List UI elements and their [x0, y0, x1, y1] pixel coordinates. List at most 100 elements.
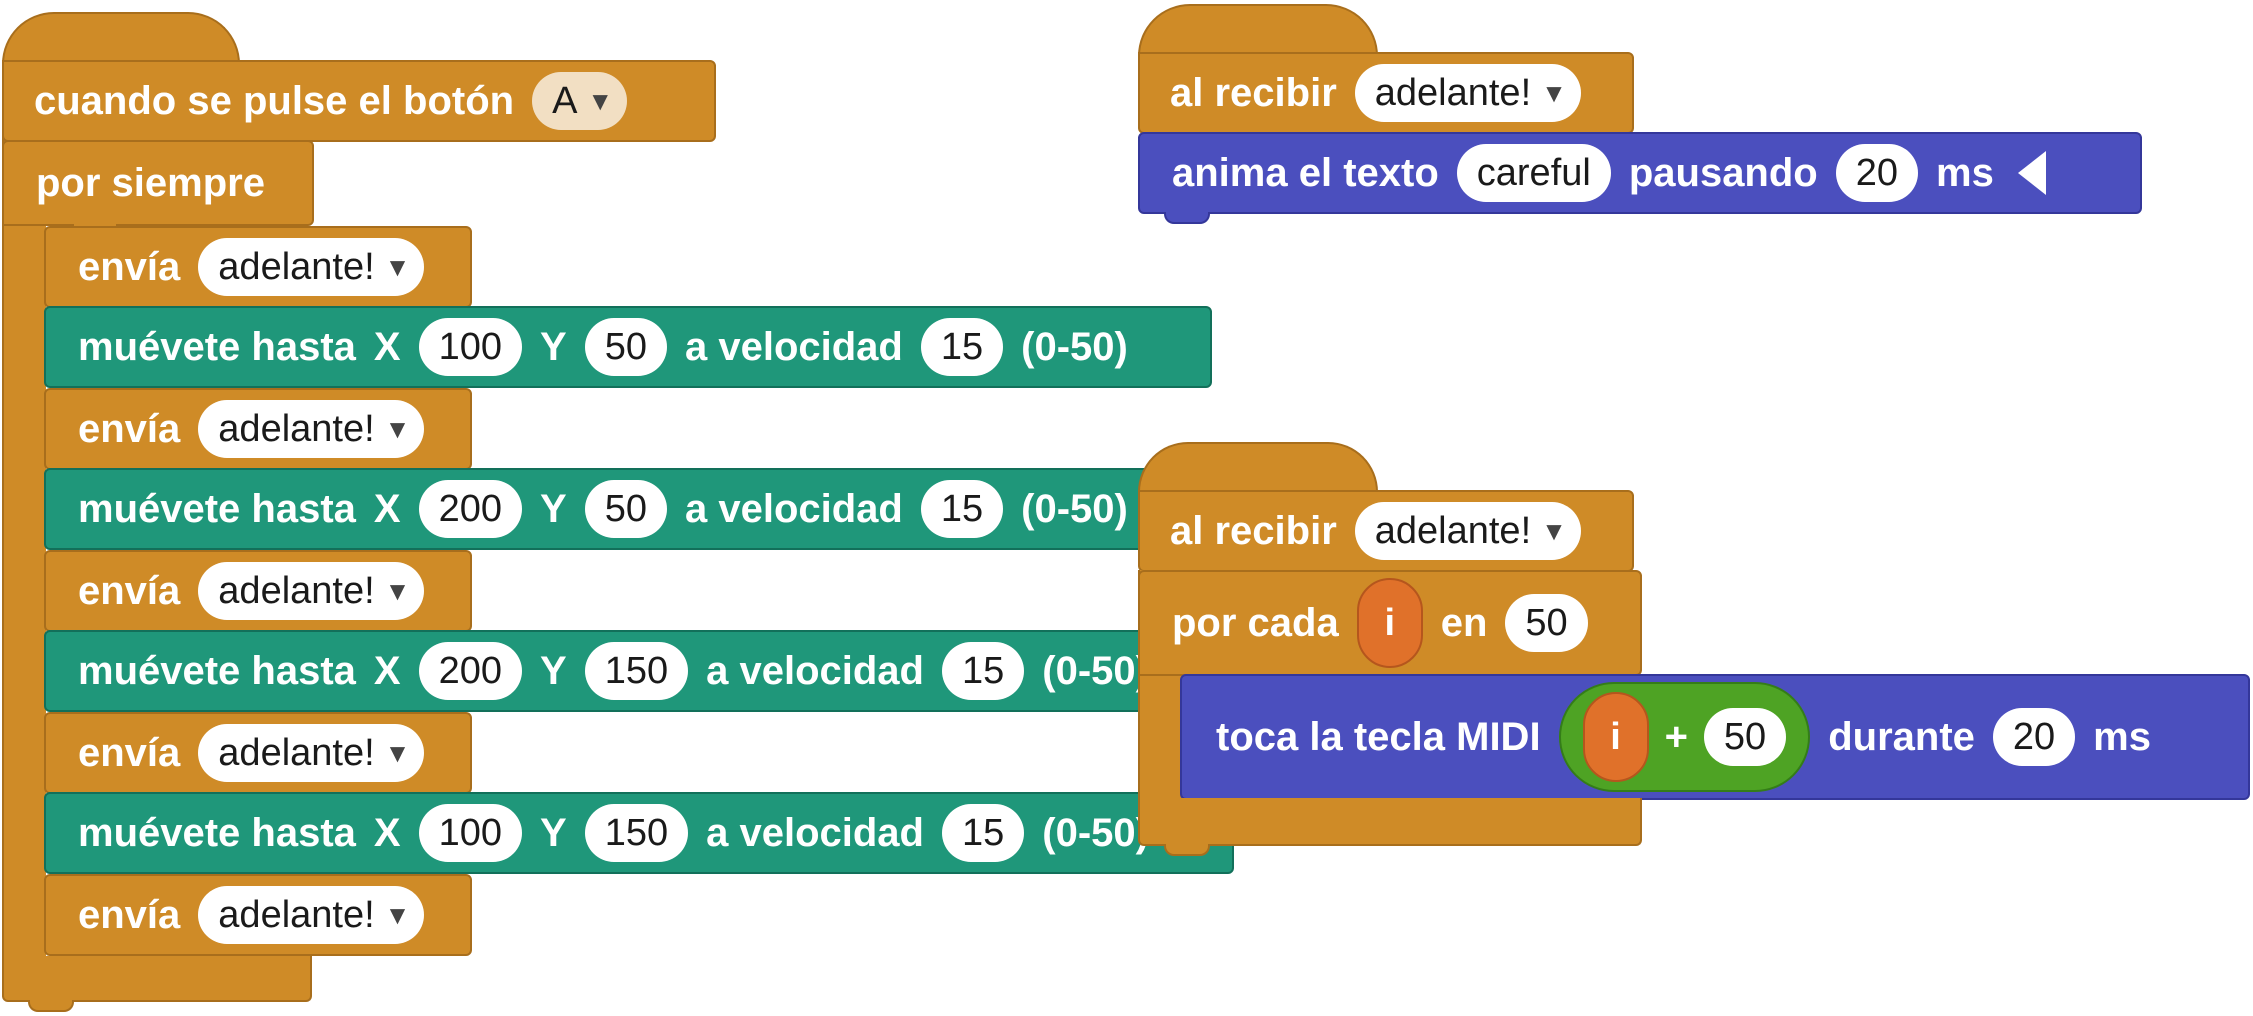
speed-input[interactable]: 15: [941, 642, 1025, 700]
text-input[interactable]: careful: [1456, 144, 1611, 202]
message-dropdown[interactable]: adelante! ▼: [198, 886, 425, 944]
for-each-label: por cada: [1172, 600, 1339, 645]
y-input[interactable]: 50: [584, 480, 667, 538]
ms-label: ms: [2093, 714, 2151, 759]
move-label: muévete hasta: [78, 324, 356, 369]
chevron-down-icon: ▼: [587, 85, 614, 116]
speed-label: a velocidad: [684, 324, 903, 369]
animate-block-notch: [1164, 212, 1210, 224]
chevron-down-icon: ▼: [1541, 515, 1567, 546]
y-label: Y: [540, 648, 567, 693]
move-label: muévete hasta: [78, 486, 356, 531]
y-input[interactable]: 50: [584, 318, 667, 376]
message-value: adelante!: [1374, 71, 1532, 114]
chevron-down-icon: ▼: [384, 251, 411, 282]
send-label: envía: [78, 892, 181, 937]
pause-ms-input[interactable]: 20: [1835, 144, 1919, 202]
plus-icon: +: [1664, 714, 1688, 759]
button-dropdown[interactable]: A ▼: [532, 72, 628, 130]
animate-text-block[interactable]: anima el texto careful pausando 20 ms: [1138, 132, 2142, 214]
message-value: adelante!: [218, 731, 375, 774]
move-to-block[interactable]: muévete hasta X 100 Y 50 a velocidad 15 …: [44, 306, 1212, 388]
send-message-block[interactable]: envía adelante! ▼: [44, 874, 472, 956]
button-value: A: [552, 79, 578, 122]
chevron-down-icon: ▼: [384, 899, 411, 930]
range-label: (0-50): [1021, 324, 1128, 369]
send-label: envía: [78, 406, 181, 451]
duration-input[interactable]: 20: [1992, 708, 2076, 766]
message-dropdown[interactable]: adelante! ▼: [198, 400, 425, 458]
message-dropdown[interactable]: adelante! ▼: [1354, 502, 1581, 560]
move-label: muévete hasta: [78, 810, 356, 855]
addition-operator[interactable]: i + 50: [1558, 682, 1811, 792]
when-receive-block[interactable]: al recibir adelante! ▼: [1138, 52, 1634, 134]
range-label: (0-50): [1042, 810, 1149, 855]
addend-input[interactable]: 50: [1703, 708, 1787, 766]
midi-label: toca la tecla MIDI: [1216, 714, 1541, 759]
send-label: envía: [78, 568, 181, 613]
chevron-down-icon: ▼: [384, 413, 411, 444]
y-input[interactable]: 150: [584, 804, 689, 862]
speed-input[interactable]: 15: [920, 318, 1004, 376]
message-dropdown[interactable]: adelante! ▼: [198, 562, 425, 620]
send-label: envía: [78, 730, 181, 775]
message-value: adelante!: [1374, 509, 1532, 552]
collapse-arrow-icon[interactable]: [2017, 151, 2046, 195]
loop-variable[interactable]: i: [1356, 578, 1423, 668]
in-label: en: [1440, 600, 1488, 645]
speed-input[interactable]: 15: [920, 480, 1004, 538]
x-input[interactable]: 200: [418, 480, 523, 538]
receive-hat-cap: [1138, 442, 1378, 492]
loop-variable[interactable]: i: [1582, 692, 1649, 782]
x-input[interactable]: 200: [418, 642, 523, 700]
for-each-bottom-notch: [1164, 844, 1210, 856]
when-button-pressed-block[interactable]: cuando se pulse el botón A ▼: [2, 60, 716, 142]
speed-input[interactable]: 15: [941, 804, 1025, 862]
forever-block[interactable]: por siempre: [2, 140, 314, 226]
x-input[interactable]: 100: [418, 804, 523, 862]
chevron-down-icon: ▼: [384, 575, 411, 606]
range-label: (0-50): [1042, 648, 1149, 693]
play-midi-key-block[interactable]: toca la tecla MIDI i + 50 durante 20 ms: [1180, 674, 2250, 800]
range-label: (0-50): [1021, 486, 1128, 531]
for-each-block[interactable]: por cada i en 50: [1138, 570, 1642, 676]
when-receive-block[interactable]: al recibir adelante! ▼: [1138, 490, 1634, 572]
message-value: adelante!: [218, 407, 375, 450]
for-each-loop-bottom: [1138, 798, 1642, 846]
x-input[interactable]: 100: [418, 318, 523, 376]
x-label: X: [373, 810, 401, 855]
count-input[interactable]: 50: [1505, 594, 1588, 652]
forever-label: por siempre: [36, 160, 265, 205]
chevron-down-icon: ▼: [384, 737, 411, 768]
move-to-block[interactable]: muévete hasta X 200 Y 150 a velocidad 15…: [44, 630, 1234, 712]
message-dropdown[interactable]: adelante! ▼: [1354, 64, 1581, 122]
send-message-block[interactable]: envía adelante! ▼: [44, 388, 472, 470]
ms-label: ms: [1936, 150, 1994, 195]
speed-label: a velocidad: [706, 648, 924, 693]
move-to-block[interactable]: muévete hasta X 200 Y 50 a velocidad 15 …: [44, 468, 1212, 550]
animate-label: anima el texto: [1172, 150, 1439, 195]
y-label: Y: [540, 324, 567, 369]
receive-label: al recibir: [1170, 70, 1337, 115]
speed-label: a velocidad: [706, 810, 924, 855]
speed-label: a velocidad: [684, 486, 903, 531]
send-message-block[interactable]: envía adelante! ▼: [44, 226, 472, 308]
y-label: Y: [540, 810, 567, 855]
pause-label: pausando: [1628, 150, 1818, 195]
during-label: durante: [1828, 714, 1975, 759]
y-input[interactable]: 150: [584, 642, 689, 700]
forever-loop-bottom: [2, 956, 312, 1002]
send-message-block[interactable]: envía adelante! ▼: [44, 712, 472, 794]
chevron-down-icon: ▼: [1541, 77, 1567, 108]
send-message-block[interactable]: envía adelante! ▼: [44, 550, 472, 632]
message-value: adelante!: [218, 245, 375, 288]
message-dropdown[interactable]: adelante! ▼: [198, 724, 425, 782]
send-label: envía: [78, 244, 181, 289]
x-label: X: [373, 486, 401, 531]
message-value: adelante!: [218, 893, 375, 936]
message-dropdown[interactable]: adelante! ▼: [198, 238, 425, 296]
move-to-block[interactable]: muévete hasta X 100 Y 150 a velocidad 15…: [44, 792, 1234, 874]
receive-hat-cap: [1138, 4, 1378, 56]
message-value: adelante!: [218, 569, 375, 612]
